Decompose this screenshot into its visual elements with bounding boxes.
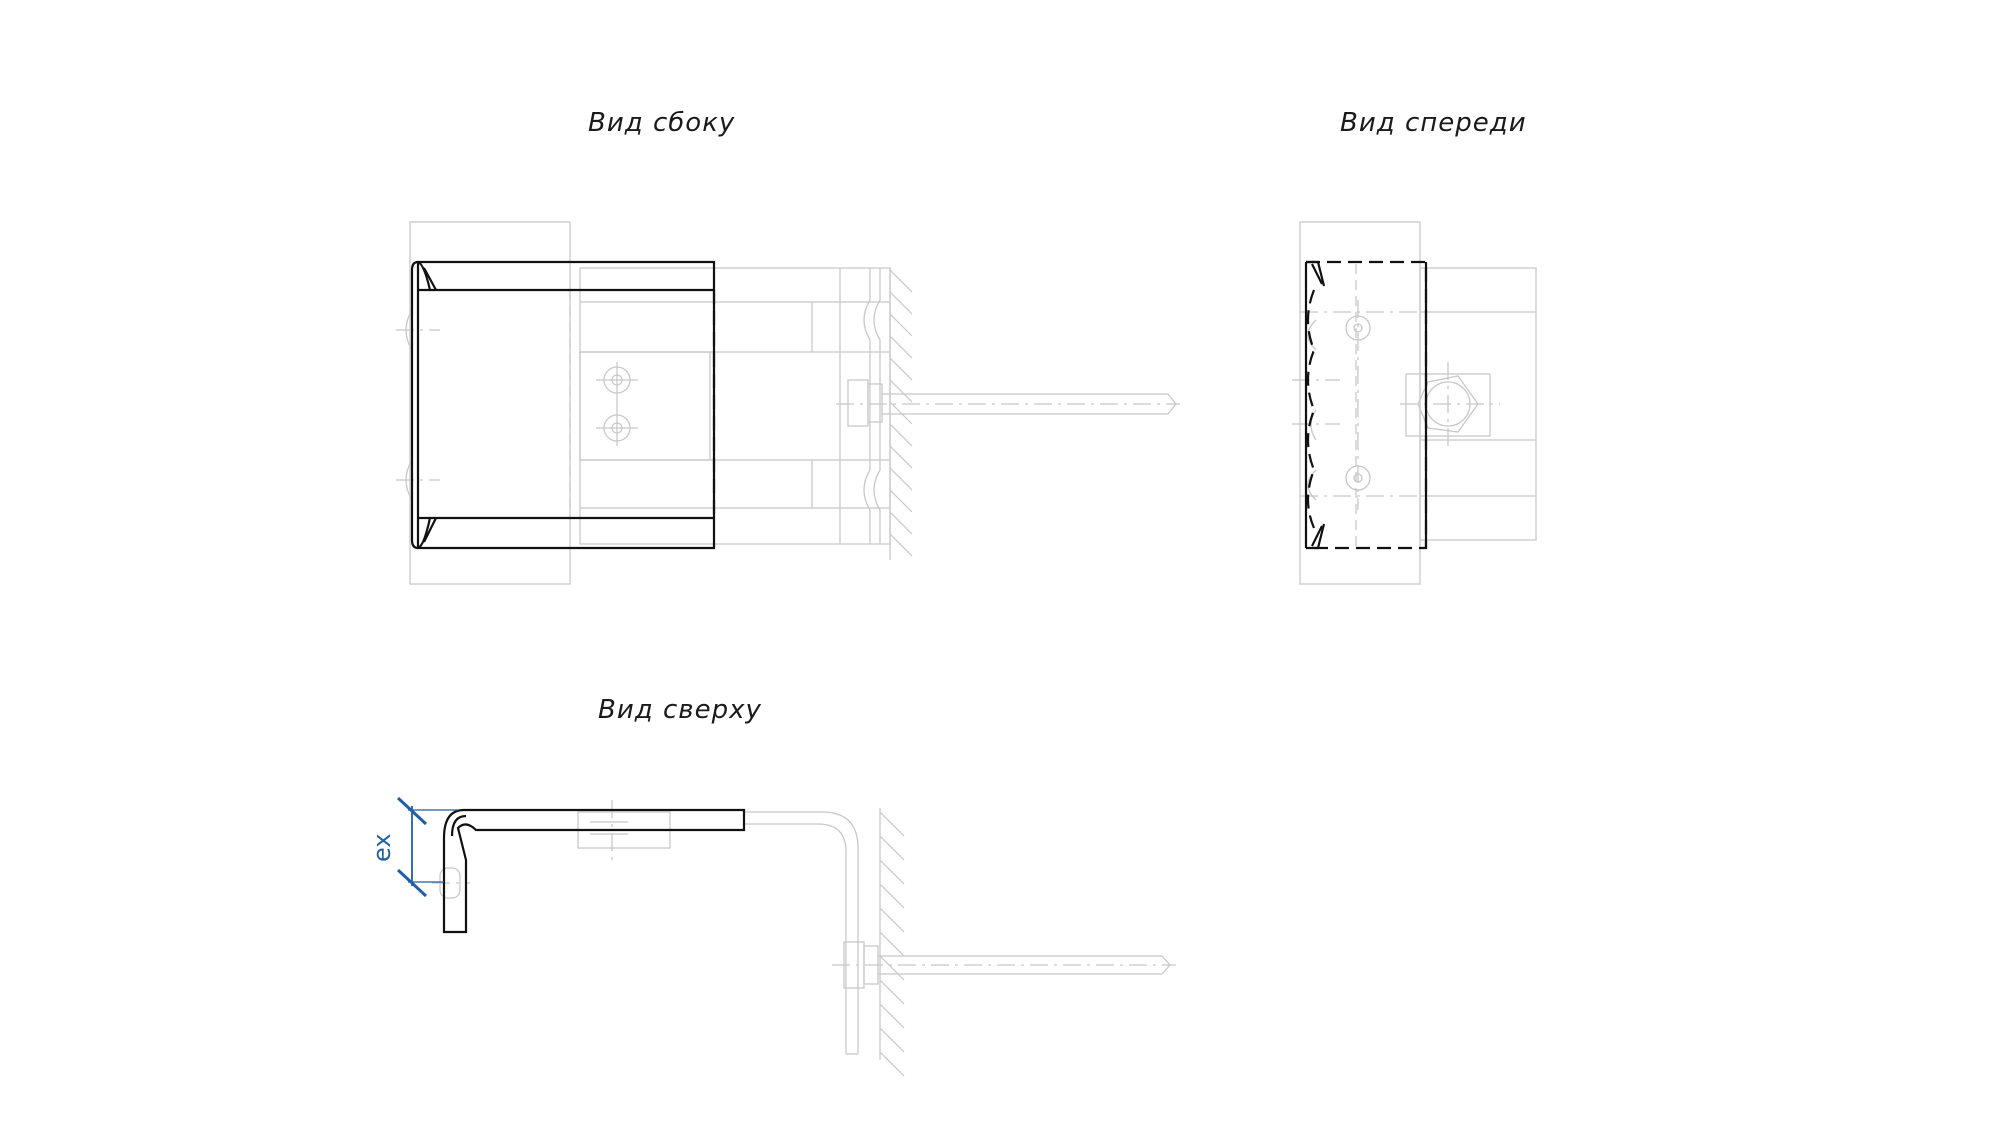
front-view — [1292, 221, 1537, 585]
front-main-wave — [1306, 289, 1316, 529]
front-clip — [1307, 319, 1317, 351]
front-main-profile — [1306, 260, 1428, 550]
front-bracket-outline — [1419, 267, 1537, 541]
side-anchor-nut — [847, 379, 869, 427]
side-main-lip — [423, 267, 437, 291]
front-view-title: Вид спереди — [1340, 108, 1527, 138]
top-bracket-inner — [744, 823, 847, 1054]
side-holder-plate — [579, 351, 711, 461]
top-wall-hatch — [879, 811, 905, 1077]
side-view-title: Вид сбоку — [588, 108, 736, 138]
ex-dimension: ex — [368, 796, 458, 898]
front-clip — [1310, 409, 1317, 441]
ex-label: ex — [368, 833, 396, 862]
top-main-profile — [442, 808, 746, 934]
top-bracket-outer — [744, 811, 859, 1054]
side-bracket-profile — [873, 268, 881, 544]
side-wall-hatch — [889, 269, 913, 557]
side-main-profile — [410, 260, 716, 550]
front-clip — [1307, 469, 1317, 501]
side-main-lip — [423, 517, 437, 543]
ex-tick — [396, 868, 428, 898]
side-anchor-washer — [867, 383, 883, 423]
front-main-lip — [1306, 260, 1326, 287]
top-main-bend — [450, 814, 467, 837]
front-main-lip — [1306, 523, 1326, 550]
top-view-title: Вид сверху — [598, 695, 762, 725]
side-bracket-profile — [863, 268, 871, 544]
side-rail-outline — [409, 221, 571, 585]
side-view — [396, 221, 1180, 585]
ex-tick — [396, 796, 428, 826]
side-bracket-outline — [579, 267, 891, 545]
top-view: ex — [368, 796, 1176, 1077]
